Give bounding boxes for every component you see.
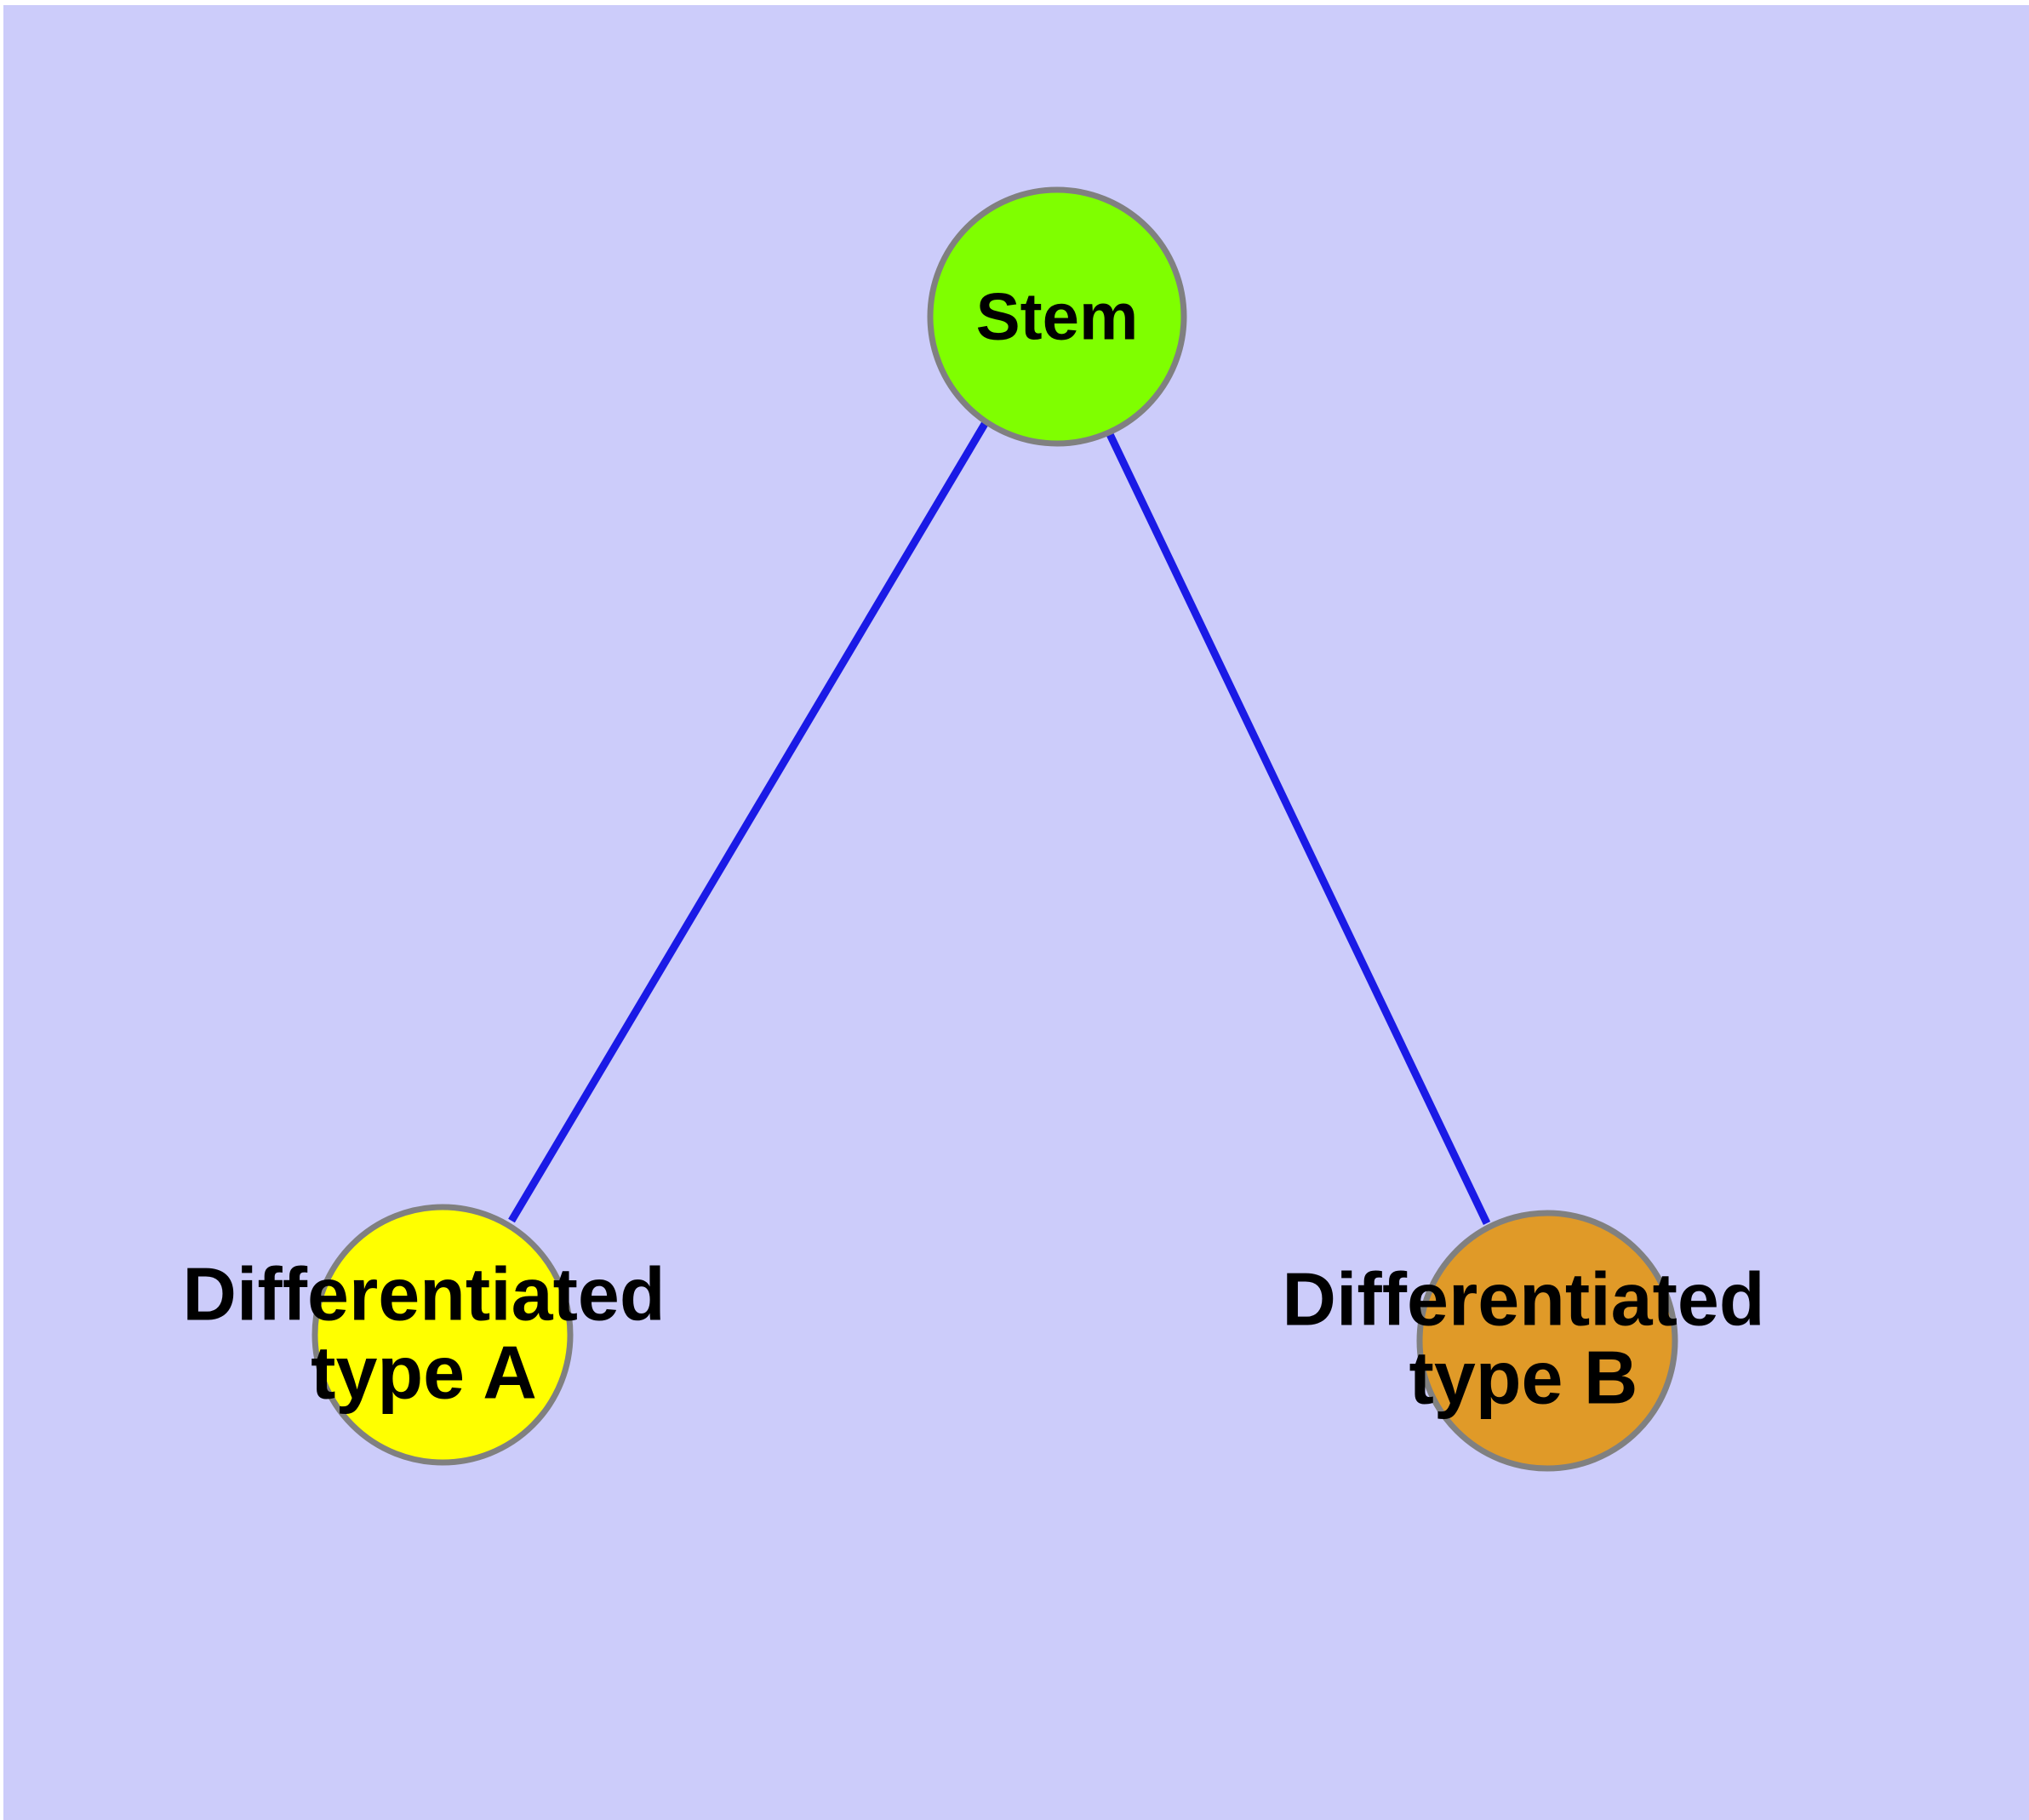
node-differentiated-type-a[interactable] (311, 1204, 574, 1466)
node-layer (311, 186, 1678, 1472)
edge-stem-to-diff-b (1105, 431, 1491, 1225)
node-stem[interactable] (927, 186, 1187, 447)
edge-stem-to-diff-a (508, 421, 988, 1223)
edge-layer (508, 421, 1491, 1225)
node-differentiated-type-b[interactable] (1416, 1210, 1678, 1472)
